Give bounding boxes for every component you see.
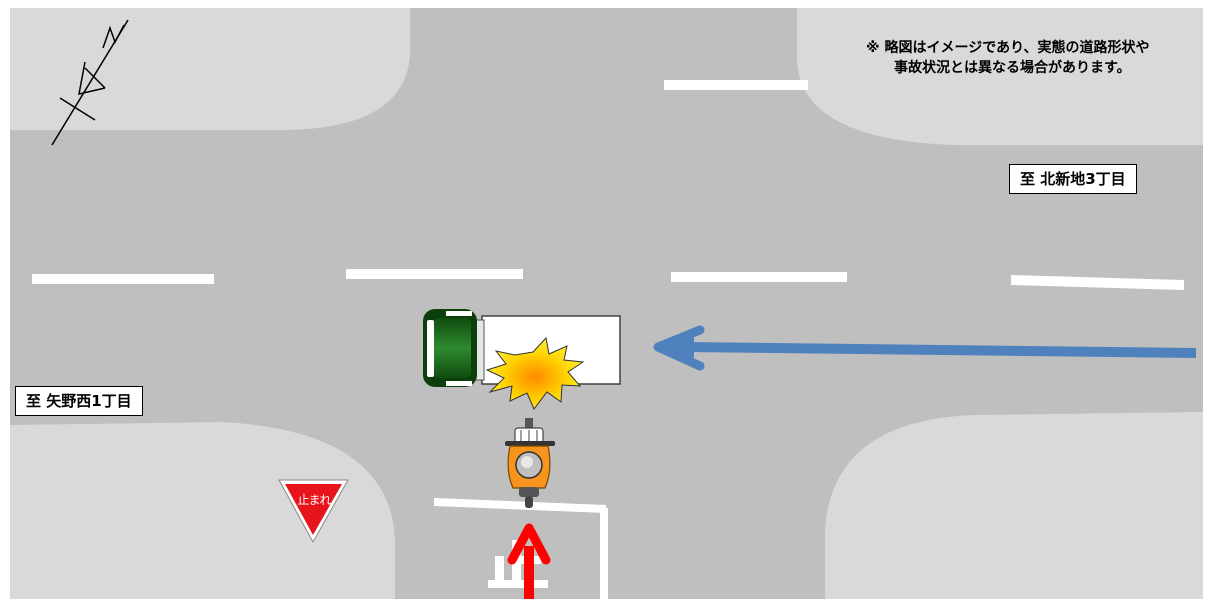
disclaimer-line-1: ※ 略図はイメージであり、実態の道路形状や: [866, 40, 1150, 56]
motorcycle-direction-arrow: [507, 523, 551, 599]
sidewalk-southwest: [10, 422, 395, 599]
disclaimer-line-2: 事故状況とは異なる場合があります。: [894, 60, 1131, 76]
lane-marking: [664, 80, 808, 90]
disclaimer-note: ※ 略図はイメージであり、実態の道路形状や 事故状況とは異なる場合があります。: [866, 38, 1201, 78]
motorcycle-icon: [505, 418, 555, 508]
impact-icon: [485, 336, 585, 410]
lane-marking: [1011, 275, 1184, 290]
destination-east-label: 至 北新地3丁目: [1009, 164, 1137, 194]
stop-sign-text: 止まれ: [297, 493, 331, 507]
lane-marking: [671, 272, 847, 282]
compass-icon: [51, 19, 129, 146]
truck-direction-arrow: [653, 325, 1197, 371]
handlebar: [505, 441, 555, 446]
stop-sign-icon: [278, 479, 349, 544]
edge-line: [600, 508, 608, 599]
sidewalk-northwest: [10, 8, 410, 130]
destination-west-label: 至 矢野西1丁目: [15, 386, 143, 416]
lane-marking: [32, 274, 214, 284]
sidewalk-northeast: [797, 8, 1203, 145]
sidewalk-southeast: [825, 412, 1203, 599]
stop-line: [434, 498, 606, 513]
lane-markings: [32, 80, 1184, 290]
lane-marking: [346, 269, 523, 279]
